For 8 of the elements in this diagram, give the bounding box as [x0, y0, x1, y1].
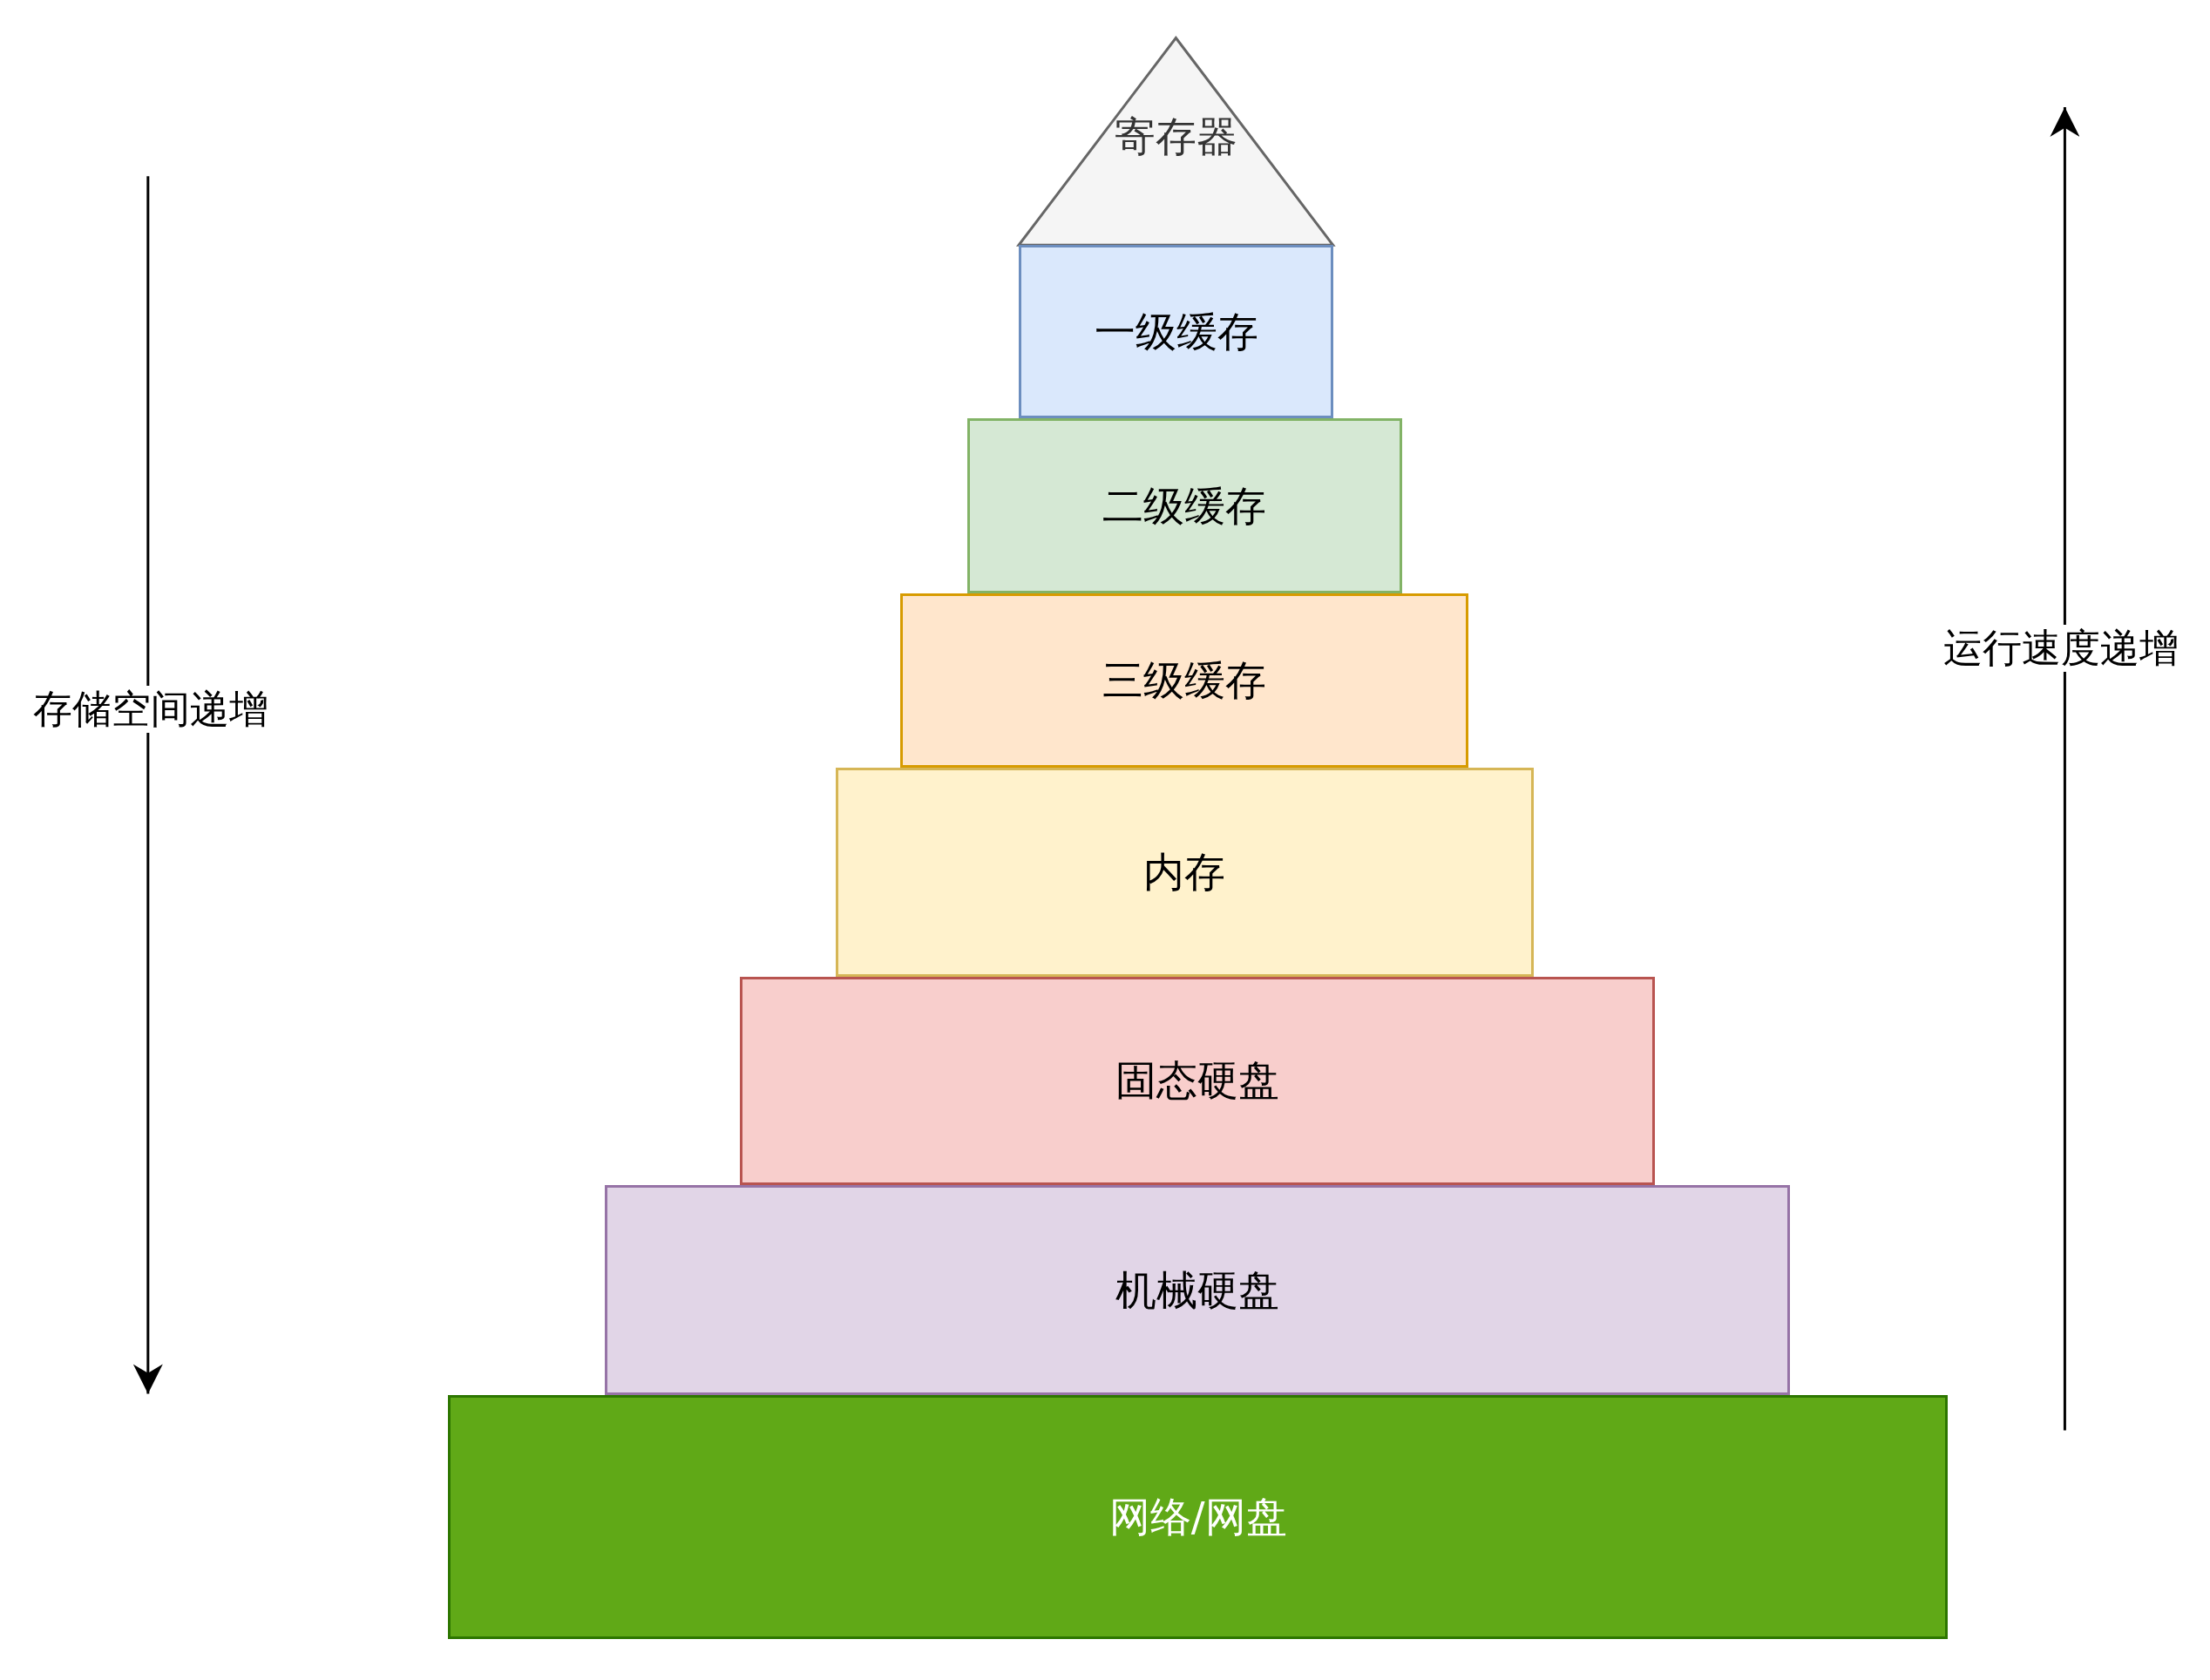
level-box: 固态硬盘 — [740, 976, 1655, 1186]
level-box: 一级缓存 — [1019, 245, 1333, 419]
level-box: 内存 — [836, 768, 1534, 977]
level-box: 网络/网盘 — [448, 1395, 1949, 1639]
level-box: 二级缓存 — [966, 418, 1403, 593]
triangle-shape: 寄存器 — [1019, 37, 1333, 246]
level-box: 三级缓存 — [900, 593, 1469, 769]
level-box: 机械硬盘 — [604, 1185, 1790, 1396]
